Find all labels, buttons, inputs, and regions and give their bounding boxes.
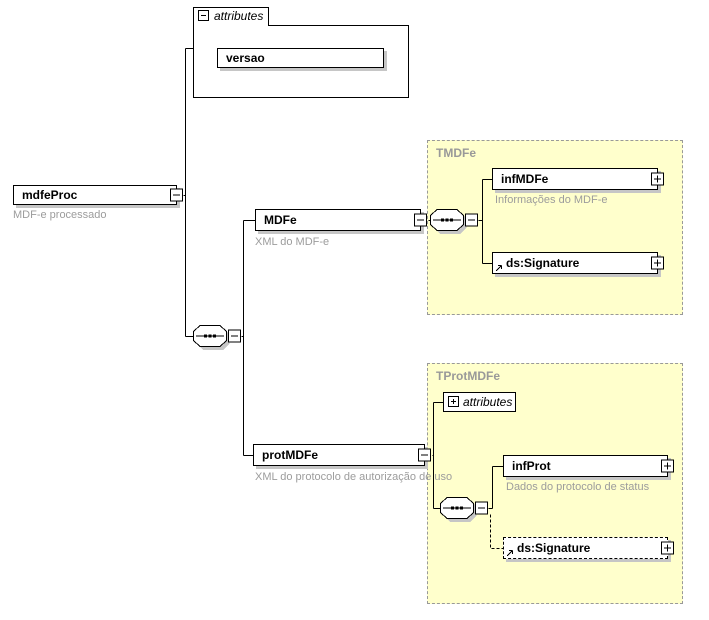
element-annotation: XML do protocolo de autorização de uso (255, 471, 453, 483)
element-label: mdfeProc (22, 188, 78, 202)
element-label: infMDFe (501, 172, 549, 186)
element-box-infMDFe[interactable]: infMDFe (492, 168, 664, 190)
element-label: MDFe (264, 213, 297, 227)
minus-icon[interactable] (418, 448, 431, 462)
type-label-TMDFe: TMDFe (436, 146, 476, 160)
plus-icon[interactable] (448, 396, 459, 407)
minus-icon[interactable] (465, 213, 478, 227)
element-box-mdfeProc[interactable]: mdfeProc (13, 185, 183, 205)
sequence-icon (193, 325, 241, 350)
element-annotation: MDF-e processado (13, 209, 107, 221)
element-box-protMDFe[interactable]: protMDFe (253, 444, 431, 466)
reference-arrow-icon (506, 550, 513, 557)
element-box-dsSignature-optional[interactable]: ds:Signature (503, 537, 674, 559)
minus-icon[interactable] (228, 329, 241, 343)
attribute-box-versao[interactable]: versao (217, 48, 384, 68)
optional-connector-line (490, 514, 504, 549)
minus-icon[interactable] (414, 213, 427, 227)
sequence-icon (430, 209, 478, 234)
element-box-MDFe[interactable]: MDFe (255, 209, 427, 231)
reference-arrow-icon (495, 265, 502, 272)
element-annotation: Informações do MDF-e (495, 194, 608, 206)
element-label: protMDFe (262, 448, 318, 462)
element-label: infProt (512, 459, 551, 473)
plus-icon[interactable] (651, 256, 664, 270)
attributes-group-label: attributes (463, 395, 513, 409)
element-box-infProt[interactable]: infProt (503, 455, 674, 477)
minus-icon[interactable] (198, 10, 209, 21)
plus-icon[interactable] (651, 172, 664, 186)
sequence-icon (440, 497, 488, 522)
plus-icon[interactable] (661, 541, 674, 555)
plus-icon[interactable] (661, 459, 674, 473)
element-label: ds:Signature (506, 256, 580, 270)
type-label-TProtMDFe: TProtMDFe (436, 369, 500, 383)
attributes-group-label: attributes (214, 9, 264, 23)
attributes-box[interactable]: attributes (443, 392, 516, 412)
element-annotation: XML do MDF-e (255, 236, 330, 248)
element-label: ds:Signature (517, 541, 591, 555)
minus-icon[interactable] (170, 188, 183, 202)
attribute-label: versao (226, 51, 265, 65)
minus-icon[interactable] (475, 501, 488, 515)
element-annotation: Dados do protocolo de status (506, 481, 650, 493)
element-box-dsSignature[interactable]: ds:Signature (492, 252, 664, 274)
